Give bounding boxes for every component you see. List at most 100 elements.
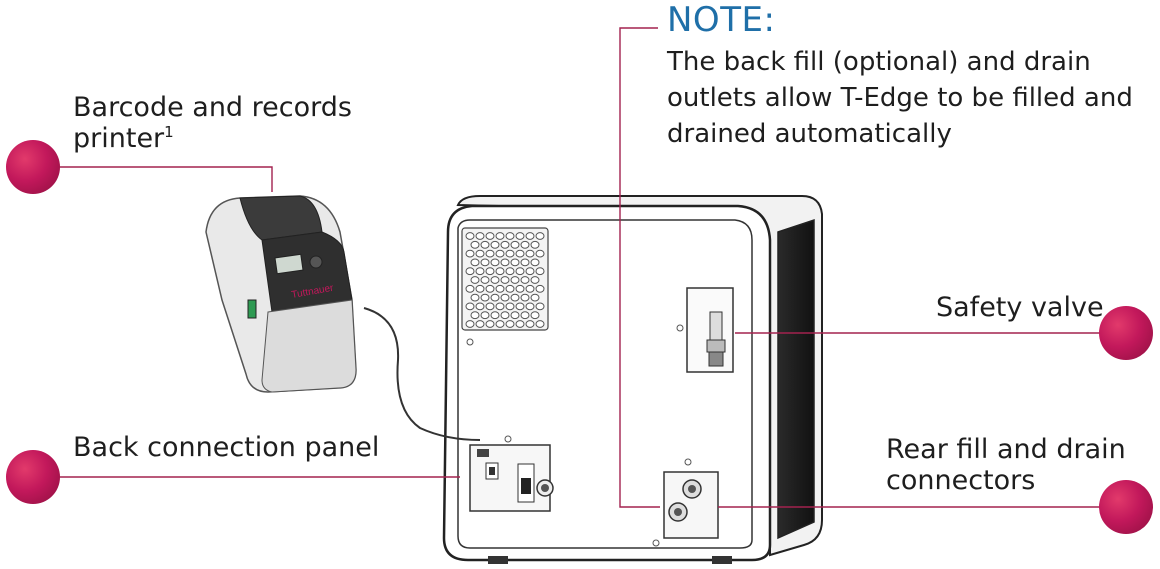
rear-fill-label-line2: connectors [886, 465, 1036, 496]
vent-hole [510, 311, 520, 320]
vent-hole [465, 232, 475, 240]
vent-hole [475, 284, 485, 293]
vent-hole [535, 232, 545, 240]
vent-hole [485, 302, 495, 311]
note-body: The back fill (optional) and drain outle… [667, 47, 1133, 149]
vent-hole [500, 311, 510, 320]
vent-hole [520, 258, 530, 267]
vent-hole [505, 232, 515, 240]
vent-hole [495, 320, 505, 328]
vent-hole [495, 232, 505, 240]
vent-hole [515, 232, 525, 240]
vent-hole [485, 232, 495, 240]
vent-hole [530, 293, 540, 302]
vent-hole [530, 276, 540, 284]
safety-valve-label: Safety valve [936, 292, 1104, 323]
vent-hole [520, 276, 530, 284]
vent-hole [470, 258, 480, 267]
printer-cable [363, 307, 481, 441]
vent-hole [465, 249, 475, 258]
printer-label: Barcode and records printer1 [73, 92, 353, 154]
vent-hole [480, 240, 490, 249]
vent-hole [480, 293, 490, 302]
vent-hole [475, 267, 485, 276]
back-connection-panel [469, 435, 554, 512]
vent-hole [515, 267, 525, 276]
vent-hole [470, 276, 480, 284]
vent-hole [470, 240, 480, 249]
vent-hole [525, 232, 535, 240]
leader-lines [30, 27, 1128, 508]
vent-hole [525, 267, 535, 276]
rear-fill-drain-plate [652, 458, 719, 547]
vent-hole [535, 267, 545, 276]
vent-hole [500, 293, 510, 302]
vent-hole [505, 320, 515, 328]
vent-hole [465, 302, 475, 311]
safety-valve-recess [676, 287, 734, 373]
vent-hole [475, 249, 485, 258]
vent-hole [495, 267, 505, 276]
vent-hole [515, 249, 525, 258]
vent-hole [495, 302, 505, 311]
vent-hole [535, 284, 545, 293]
vent-hole [505, 302, 515, 311]
vent-hole [490, 240, 500, 249]
vent-hole [510, 240, 520, 249]
vent-hole [535, 302, 545, 311]
printer-footnote-marker: 1 [164, 123, 174, 141]
vent-hole [520, 240, 530, 249]
vent-hole [505, 267, 515, 276]
vent-hole [490, 258, 500, 267]
vent-hole [515, 320, 525, 328]
vent-hole [500, 258, 510, 267]
vent-hole [490, 276, 500, 284]
vent-hole [510, 276, 520, 284]
back-panel-callout-dot [6, 450, 60, 504]
vent-hole [530, 311, 540, 320]
vent-hole [520, 311, 530, 320]
vent-hole [525, 320, 535, 328]
vent-hole [485, 320, 495, 328]
vent-hole [510, 258, 520, 267]
vent-hole [530, 240, 540, 249]
vent-hole [500, 276, 510, 284]
vent-hole [465, 320, 475, 328]
printer-callout-dot [6, 140, 60, 194]
vent-hole [525, 249, 535, 258]
vent-hole [470, 293, 480, 302]
vent-hole [525, 302, 535, 311]
vent-grille [461, 227, 549, 331]
vent-hole [490, 311, 500, 320]
vent-hole [475, 232, 485, 240]
vent-hole [490, 293, 500, 302]
printer-image: Tuttnauer [205, 195, 357, 393]
vent-hole [470, 311, 480, 320]
vent-hole [495, 249, 505, 258]
vent-hole [525, 284, 535, 293]
vent-hole [475, 320, 485, 328]
vent-hole [485, 249, 495, 258]
back-panel-label: Back connection panel [73, 432, 380, 463]
vent-hole [510, 293, 520, 302]
vent-hole [465, 284, 475, 293]
rear-fill-callout-dot [1099, 480, 1153, 534]
vent-hole [480, 276, 490, 284]
vent-hole [465, 267, 475, 276]
note-title: NOTE: [667, 0, 776, 40]
vent-hole [500, 240, 510, 249]
vent-hole [480, 258, 490, 267]
vent-hole [485, 284, 495, 293]
printer-label-text: Barcode and records printer [73, 92, 352, 154]
vent-hole [515, 302, 525, 311]
vent-hole [520, 293, 530, 302]
vent-hole [495, 284, 505, 293]
vent-hole [535, 320, 545, 328]
vent-hole [530, 258, 540, 267]
vent-hole [515, 284, 525, 293]
vent-hole [485, 267, 495, 276]
rear-fill-label-line1: Rear fill and drain [886, 434, 1126, 465]
safety-valve-callout-dot [1099, 306, 1153, 360]
vent-hole [535, 249, 545, 258]
